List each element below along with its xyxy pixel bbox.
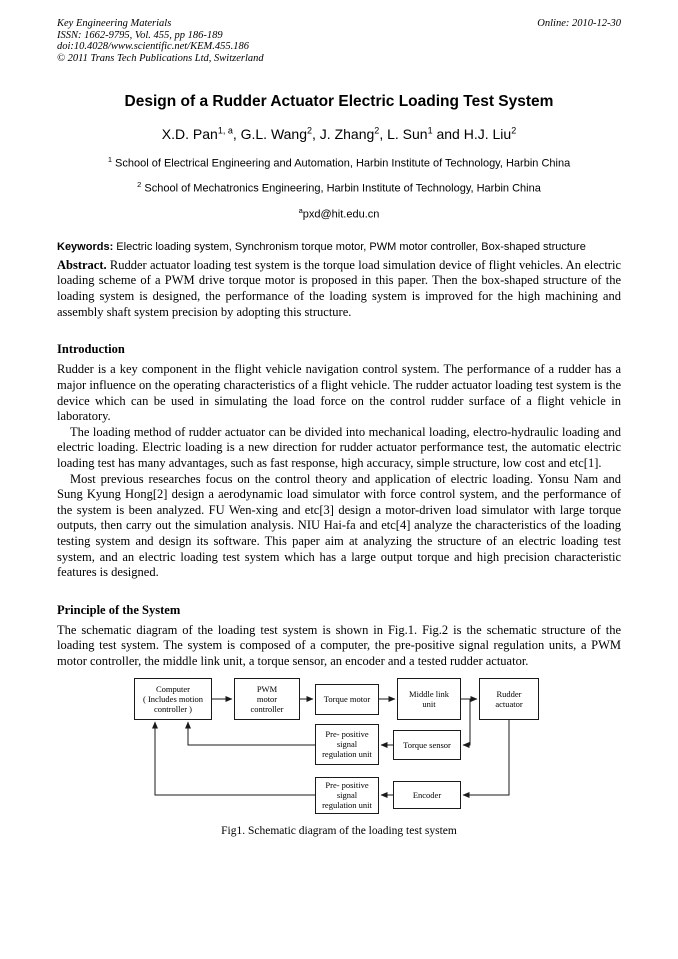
affiliation-2: 2 School of Mechatronics Engineering, Ha… bbox=[137, 180, 541, 195]
diagram-box-pre-positive-unit-1: Pre- positive signal regulation unit bbox=[315, 723, 379, 765]
journal-doi: doi:10.4028/www.scientific.net/KEM.455.1… bbox=[57, 41, 249, 52]
abstract: Abstract. Rudder actuator loading test s… bbox=[57, 258, 621, 321]
keywords-line: Keywords: Electric loading system, Synch… bbox=[57, 240, 621, 255]
journal-header-left: Key Engineering Materials ISSN: 1662-979… bbox=[57, 18, 264, 64]
figure1-caption: Fig1. Schematic diagram of the loading t… bbox=[221, 824, 457, 837]
introduction-paragraph-3: Most previous researches focus on the co… bbox=[57, 471, 621, 580]
journal-copyright: © 2011 Trans Tech Publications Ltd, Swit… bbox=[57, 52, 264, 64]
author-superscript: 1 bbox=[427, 125, 433, 135]
section-heading-introduction: Introduction bbox=[57, 342, 125, 357]
keywords-text: Electric loading system, Synchronism tor… bbox=[113, 240, 586, 253]
diagram-box-computer: Computer ( Includes motion controller ) bbox=[134, 677, 212, 720]
diagram-box-pre-positive-unit-2: Pre- positive signal regulation unit bbox=[315, 776, 379, 814]
diagram-box-rudder-actuator: Rudder actuator bbox=[479, 677, 539, 720]
diagram-box-middle-link-unit: Middle link unit bbox=[397, 677, 461, 720]
journal-issn: ISSN: 1662-9795, Vol. 455, pp 186-189 bbox=[57, 29, 223, 41]
author: X.D. Pan1, a bbox=[161, 125, 233, 142]
author: , G.L. Wang2 bbox=[232, 125, 313, 142]
author-superscript: 1, a bbox=[217, 125, 233, 135]
journal-name: Key Engineering Materials bbox=[57, 18, 172, 29]
principle-paragraph-1: The schematic diagram of the loading tes… bbox=[57, 622, 621, 668]
abstract-text: Rudder actuator loading test system is t… bbox=[57, 257, 621, 319]
journal-header: Key Engineering Materials ISSN: 1662-979… bbox=[57, 18, 621, 64]
paper-title: Design of a Rudder Actuator Electric Loa… bbox=[124, 93, 554, 110]
keywords-label: Keywords: bbox=[57, 240, 114, 253]
diagram-box-torque-motor: Torque motor bbox=[315, 683, 379, 715]
diagram-box-pwm-controller: PWM motor controller bbox=[234, 677, 300, 720]
introduction-paragraph-2: The loading method of rudder actuator ca… bbox=[57, 424, 621, 470]
author-superscript: 2 bbox=[511, 125, 517, 135]
author: , J. Zhang2 bbox=[312, 125, 380, 142]
author-superscript: 2 bbox=[374, 125, 380, 135]
section-heading-principle: Principle of the System bbox=[57, 602, 181, 617]
author-email: apxd@hit.edu.cn bbox=[298, 205, 380, 221]
introduction-paragraph-1: Rudder is a key component in the flight … bbox=[57, 362, 621, 424]
author-line: X.D. Pan1, a, G.L. Wang2, J. Zhang2, L. … bbox=[57, 121, 621, 143]
diagram-box-encoder: Encoder bbox=[393, 780, 461, 809]
abstract-label: Abstract. bbox=[57, 257, 107, 272]
affiliations: 1 School of Electrical Engineering and A… bbox=[57, 149, 621, 200]
affiliation-1: 1 School of Electrical Engineering and A… bbox=[107, 154, 571, 170]
diagram-box-torque-sensor: Torque sensor bbox=[393, 729, 461, 760]
author: and H.J. Liu2 bbox=[432, 125, 517, 142]
author-superscript: 2 bbox=[307, 125, 313, 135]
author: , L. Sun1 bbox=[379, 125, 433, 142]
figure1-diagram: Computer ( Includes motion controller ) … bbox=[57, 676, 621, 818]
online-date: Online: 2010-12-30 bbox=[537, 18, 621, 29]
